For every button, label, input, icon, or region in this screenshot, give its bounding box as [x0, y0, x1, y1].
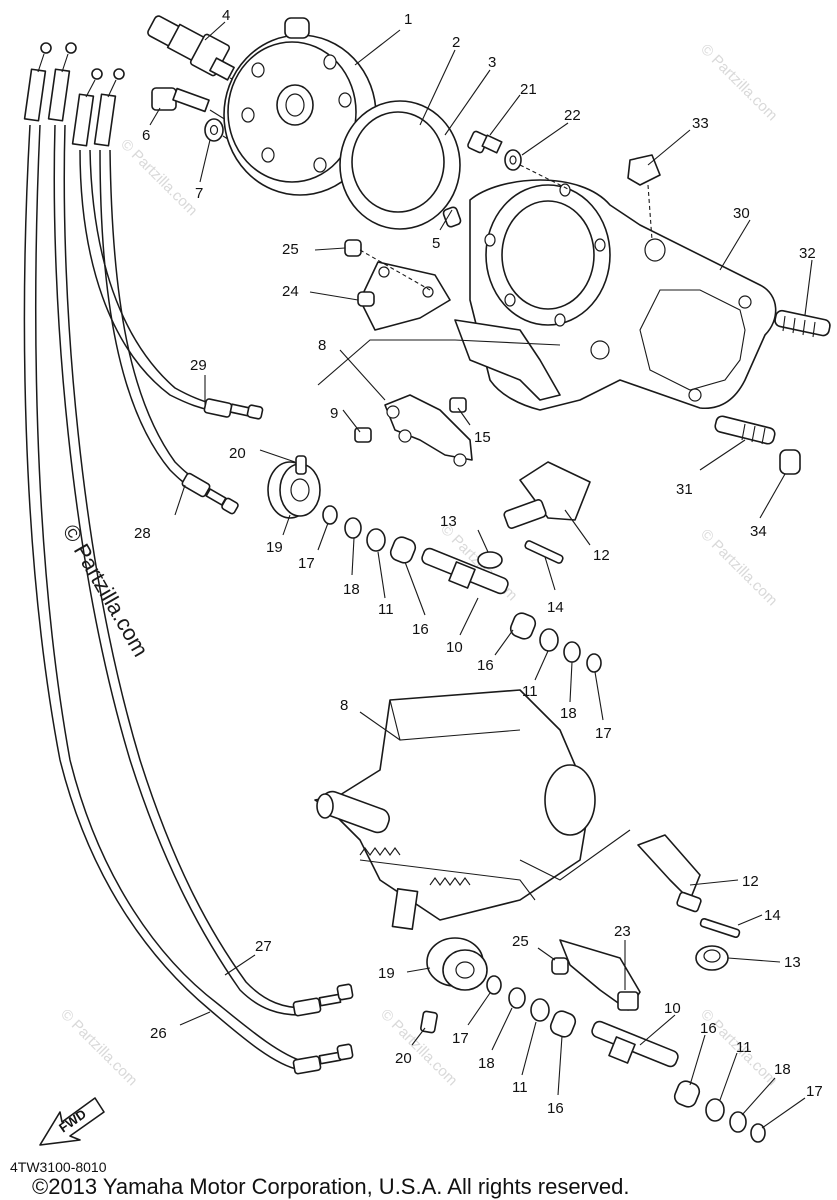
watermark-top-left: © Partzilla.com — [117, 136, 200, 219]
callout-30: 30 — [733, 205, 750, 222]
bracket-bottom — [551, 939, 641, 1011]
callout-32: 32 — [799, 245, 816, 262]
callout-12-lower: 12 — [742, 873, 759, 890]
fwd-arrow: FWD — [39, 1097, 105, 1146]
callout-6: 6 — [142, 127, 150, 144]
callout-18-lower-c: 18 — [774, 1061, 791, 1078]
callout-14: 14 — [547, 599, 564, 616]
part-code: 4TW3100-8010 — [10, 1159, 107, 1175]
pulley-top — [267, 455, 321, 519]
callout-8-lower: 8 — [340, 697, 348, 714]
leader-lines — [149, 21, 813, 1129]
callout-8: 8 — [318, 337, 326, 354]
callout-numbers: 1 2 3 4 5 6 7 8 9 10 11 12 13 14 15 16 1… — [134, 7, 823, 1117]
callout-11-lower-c: 11 — [736, 1039, 752, 1056]
cylinder — [454, 179, 777, 411]
callout-10: 10 — [446, 639, 463, 656]
callout-4: 4 — [222, 7, 230, 24]
valve-housing-large — [314, 689, 631, 931]
callout-10-lower: 10 — [664, 1000, 681, 1017]
callout-24: 24 — [282, 283, 299, 300]
callout-13: 13 — [440, 513, 457, 530]
callout-17-lower-c: 17 — [806, 1083, 823, 1100]
callout-11-lower-b: 11 — [512, 1079, 528, 1096]
callout-26: 26 — [150, 1025, 167, 1042]
callout-25: 25 — [282, 241, 299, 258]
callout-17-lower-b: 17 — [452, 1030, 469, 1047]
callout-33: 33 — [692, 115, 709, 132]
watermark-bottom-left: © Partzilla.com — [57, 1006, 140, 1089]
callout-28: 28 — [134, 525, 151, 542]
watermark-mid-right: © Partzilla.com — [697, 526, 780, 609]
callout-19: 19 — [266, 539, 283, 556]
lever-top — [503, 461, 591, 564]
callout-18-lower-b: 18 — [478, 1055, 495, 1072]
cylinder-head — [223, 17, 377, 196]
watermark-top-right: © Partzilla.com — [697, 41, 780, 124]
throttle-cables — [23, 42, 354, 1075]
callout-15: 15 — [474, 429, 491, 446]
cable-end-fittings — [23, 42, 125, 147]
callout-1: 1 — [404, 11, 412, 28]
callout-20-lower: 20 — [395, 1050, 412, 1067]
pulley-bottom — [420, 937, 488, 1034]
callout-19-lower: 19 — [378, 965, 395, 982]
gear-teeth — [359, 847, 471, 886]
callout-16-lower-c: 16 — [700, 1020, 717, 1037]
callout-18-lower-a: 18 — [560, 705, 577, 722]
callout-14-lower: 14 — [764, 907, 781, 924]
callout-2: 2 — [452, 34, 460, 51]
callout-3: 3 — [488, 54, 496, 71]
lever-bottom — [637, 834, 741, 971]
callout-13-lower: 13 — [784, 954, 801, 971]
callout-16-lower-b: 16 — [547, 1100, 564, 1117]
spark-plug — [147, 15, 286, 103]
watermark-bottom-center: © Partzilla.com — [377, 1006, 460, 1089]
callout-27: 27 — [255, 938, 272, 955]
callout-11-lower-a: 11 — [522, 683, 538, 700]
callout-7: 7 — [195, 185, 203, 202]
callout-22: 22 — [564, 107, 581, 124]
callout-20: 20 — [229, 445, 246, 462]
shaft-top — [322, 505, 602, 673]
callout-5: 5 — [432, 235, 440, 252]
callout-9: 9 — [330, 405, 338, 422]
callout-17: 17 — [298, 555, 315, 572]
callout-17-lower-a: 17 — [595, 725, 612, 742]
small-hardware — [442, 130, 831, 475]
callout-34: 34 — [750, 523, 767, 540]
head-gaskets — [339, 100, 461, 230]
callout-29: 29 — [190, 357, 207, 374]
callout-21: 21 — [520, 81, 537, 98]
shaft-bottom — [486, 975, 766, 1143]
callout-25-lower: 25 — [512, 933, 529, 950]
callout-16: 16 — [412, 621, 429, 638]
bracket-top — [344, 239, 451, 331]
callout-12: 12 — [593, 547, 610, 564]
callout-18: 18 — [343, 581, 360, 598]
callout-31: 31 — [676, 481, 693, 498]
callout-16-lower-a: 16 — [477, 657, 494, 674]
callout-23: 23 — [614, 923, 631, 940]
callout-11: 11 — [378, 601, 394, 618]
copyright-notice: ©2013 Yamaha Motor Corporation, U.S.A. A… — [32, 1174, 629, 1199]
valve-housing-top — [317, 339, 561, 467]
